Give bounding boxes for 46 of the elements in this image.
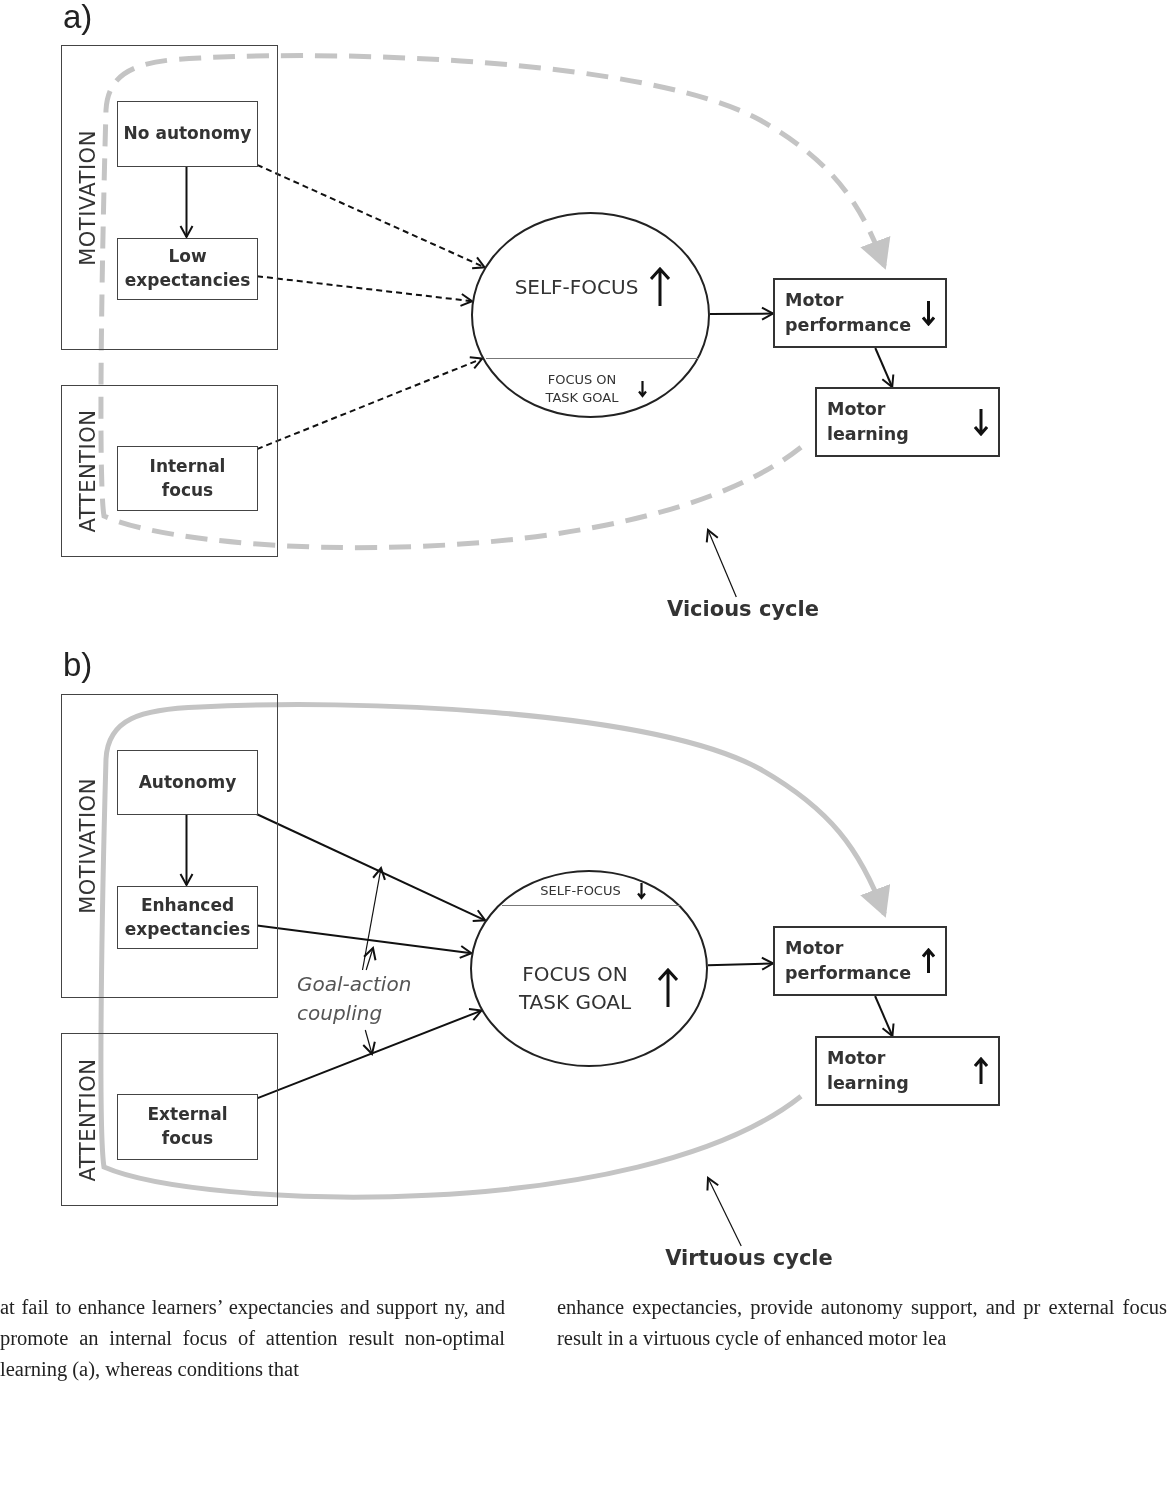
group-frame	[61, 1033, 278, 1206]
outcome-box: Motor performance	[773, 278, 947, 348]
process-box: Autonomy	[117, 750, 258, 815]
cycle-arrow	[98, 53, 890, 551]
group-label: MOTIVATION	[76, 129, 100, 266]
arrow	[874, 347, 895, 388]
process-box: Enhanced expectancies	[117, 886, 258, 949]
process-box: Low expectancies	[117, 238, 258, 300]
process-box: No autonomy	[117, 101, 258, 167]
outcome-box: Motor performance	[773, 926, 947, 996]
caption-paragraph: at fail to enhance learners’ expectancies and support ny, and promote an internal focus of attention result non-optimal learning (a), whereas conditions that	[0, 1295, 505, 1383]
leader-arrow	[706, 1177, 742, 1247]
arrow	[706, 956, 774, 971]
outcome-box: Motor learning	[815, 387, 1000, 457]
arrow	[179, 165, 194, 238]
arrow	[256, 275, 474, 307]
process-box: Internal focus	[117, 446, 258, 511]
group-frame	[61, 45, 278, 350]
group-label: MOTIVATION	[76, 778, 100, 914]
process-box: External focus	[117, 1094, 258, 1160]
arrow	[256, 356, 484, 451]
panel-letter: a)	[63, 0, 93, 36]
cycle-label: Vicious cycle	[640, 597, 846, 629]
arrow	[874, 995, 895, 1037]
arrow	[255, 813, 487, 923]
focus-ellipse: SELF-FOCUS FOCUS ON TASK GOAL	[470, 870, 708, 1067]
leader-arrow	[363, 947, 377, 971]
arrow	[256, 924, 473, 959]
group-frame	[61, 385, 278, 557]
group-label: ATTENTION	[76, 1058, 100, 1181]
group-frame	[61, 694, 278, 998]
cycle-arrow	[98, 702, 890, 1200]
caption-paragraph: enhance expectancies, provide autonomy support, and pr external focus result in a virtuous cycle of enhanced motor lea	[557, 1295, 1167, 1352]
cycle-label: Virtuous cycle	[640, 1246, 858, 1278]
focus-ellipse: SELF-FOCUS FOCUS ON TASK GOAL	[471, 212, 710, 418]
leader-arrow	[705, 529, 737, 598]
annotation-text: Goal-action coupling	[297, 970, 417, 1030]
group-label: ATTENTION	[76, 409, 100, 533]
arrow	[179, 813, 194, 886]
leader-arrow	[361, 867, 386, 971]
arrow	[256, 1008, 483, 1100]
arrow	[256, 163, 486, 270]
arrow	[709, 306, 774, 321]
outcome-box: Motor learning	[815, 1036, 1000, 1106]
leader-arrow	[362, 1029, 376, 1055]
panel-letter: b)	[63, 646, 93, 684]
